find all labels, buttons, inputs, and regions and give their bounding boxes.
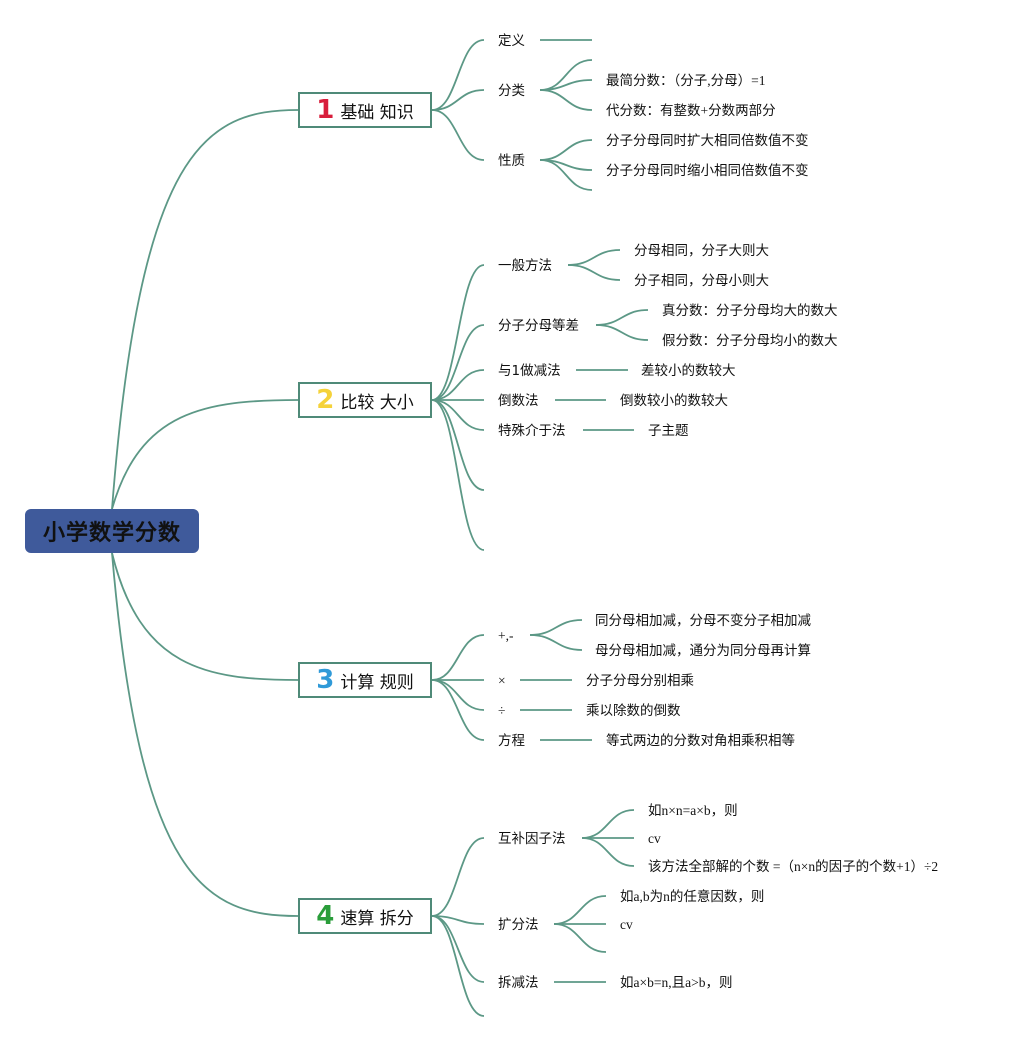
subtopic-multiply-rule[interactable]: 分子分母分别相乘: [586, 673, 694, 689]
subtopic-expand-rule[interactable]: 分子分母同时扩大相同倍数值不变: [606, 133, 809, 149]
edge-b2-topic-1: [431, 324, 485, 401]
topic-expand-fraction[interactable]: 扩分法: [498, 917, 539, 933]
edge-root-branch-3: [111, 552, 299, 681]
edge-b4-factor-3: [581, 837, 635, 867]
topic-add-subtract[interactable]: +,-: [498, 628, 514, 643]
topic-special-between[interactable]: 特殊介于法: [498, 423, 566, 439]
topic-properties[interactable]: 性质: [498, 153, 525, 169]
edge-b3-topic-3: [431, 679, 485, 741]
branch-label: 速算 拆分: [340, 908, 414, 929]
topic-general-method[interactable]: 一般方法: [498, 258, 552, 274]
root-node[interactable]: 小学数学分数: [25, 509, 199, 553]
topic-equation[interactable]: 方程: [498, 733, 525, 749]
branch-basic-knowledge[interactable]: 1 基础 知识: [298, 92, 432, 128]
edge-b1-class-2: [539, 89, 593, 111]
subtopic-same-denominator[interactable]: 分母相同，分子大则大: [634, 243, 769, 259]
topic-equal-difference[interactable]: 分子分母等差: [498, 318, 579, 334]
branch-calculation-rules[interactable]: 3 计算 规则: [298, 662, 432, 698]
edge-b4-topic-0: [431, 837, 485, 917]
edge-b1-topic-2: [431, 109, 485, 161]
subtopic-improper-fraction[interactable]: 假分数：分子分母均小的数大: [662, 333, 838, 349]
subtopic-placeholder[interactable]: 子主题: [648, 423, 689, 439]
number-badge: 1: [316, 95, 335, 125]
subtopic-cross-multiply[interactable]: 等式两边的分数对角相乘积相等: [606, 733, 795, 749]
number-badge: 4: [316, 901, 335, 931]
topic-subtract-from-one[interactable]: 与1做减法: [498, 363, 561, 379]
edge-b3-add-2: [529, 634, 583, 651]
edge-b2-topic-0: [431, 264, 485, 401]
subtopic-smaller-reciprocal[interactable]: 倒数较小的数较大: [620, 393, 728, 409]
topic-reciprocal-method[interactable]: 倒数法: [498, 393, 539, 409]
subtopic-same-numerator[interactable]: 分子相同，分母小则大: [634, 273, 769, 289]
edge-b2-general-1: [567, 249, 621, 266]
edge-b1-topic-0: [431, 39, 485, 111]
topic-split-subtract[interactable]: 拆减法: [498, 975, 539, 991]
subtopic-any-factor[interactable]: 如a,b为n的任意因数，则: [620, 889, 765, 904]
subtopic-solution-count[interactable]: 该方法全部解的个数 =（n×n的因子的个数+1）÷2: [648, 859, 939, 874]
subtopic-mixed-number[interactable]: 代分数：有整数+分数两部分: [606, 103, 776, 118]
topic-divide[interactable]: ÷: [498, 703, 506, 718]
edge-root-branch-1: [111, 109, 299, 510]
root-title: 小学数学分数: [42, 521, 181, 546]
edge-b2-diff-2: [595, 324, 649, 341]
subtopic-smaller-diff[interactable]: 差较小的数较大: [641, 363, 736, 379]
subtopic-same-denominator-add[interactable]: 同分母相加减，分母不变分子相加减: [595, 613, 811, 629]
edge-b4-topic-2: [431, 915, 485, 983]
edge-b3-topic-0: [431, 634, 485, 681]
subtopic-cv-2[interactable]: cv: [620, 917, 633, 932]
edge-root-branch-4: [111, 552, 299, 917]
branch-quick-split[interactable]: 4 速算 拆分: [298, 898, 432, 934]
subtopic-simplest-fraction[interactable]: 最简分数：（分子,分母）=1: [606, 73, 766, 88]
subtopic-shrink-rule[interactable]: 分子分母同时缩小相同倍数值不变: [606, 163, 809, 179]
subtopic-cv-1[interactable]: cv: [648, 831, 661, 846]
branch-label: 基础 知识: [340, 102, 414, 123]
subtopic-divide-rule[interactable]: 乘以除数的倒数: [586, 703, 681, 719]
edge-b1-prop-1: [539, 139, 593, 161]
edge-b3-add-1: [529, 619, 583, 636]
edge-root-branch-2: [111, 399, 299, 510]
subtopic-diff-denominator-add[interactable]: 母分母相加减，通分为同分母再计算: [595, 643, 811, 659]
branch-compare-size[interactable]: 2 比较 大小: [298, 382, 432, 418]
edge-b2-general-2: [567, 264, 621, 281]
subtopic-factor-condition[interactable]: 如n×n=a×b，则: [648, 803, 738, 818]
edge-b3-topic-2: [431, 679, 485, 711]
topic-definition[interactable]: 定义: [498, 33, 525, 49]
edge-b4-expand-3: [553, 923, 607, 953]
edge-b2-diff-1: [595, 309, 649, 326]
edge-b2-topic-5: [431, 399, 485, 491]
number-badge: 3: [316, 665, 335, 695]
topic-complementary-factor[interactable]: 互补因子法: [498, 831, 566, 847]
topic-classification[interactable]: 分类: [498, 83, 525, 99]
edge-b4-topic-3: [431, 915, 485, 1017]
edge-b1-prop-bottom: [539, 159, 593, 191]
branch-label: 比较 大小: [340, 392, 414, 413]
edge-b4-expand-1: [553, 895, 607, 925]
branch-label: 计算 规则: [340, 672, 414, 693]
subtopic-split-condition[interactable]: 如a×b=n,且a>b，则: [620, 975, 733, 990]
edge-b4-topic-1: [431, 915, 485, 925]
edge-b2-topic-4: [431, 399, 485, 431]
subtopic-proper-fraction[interactable]: 真分数：分子分母均大的数大: [662, 303, 838, 319]
edge-b1-topic-1: [431, 89, 485, 111]
edge-b4-factor-1: [581, 809, 635, 839]
edge-b2-topic-6: [431, 399, 485, 551]
topic-multiply[interactable]: ×: [498, 673, 506, 688]
number-badge: 2: [316, 385, 335, 415]
